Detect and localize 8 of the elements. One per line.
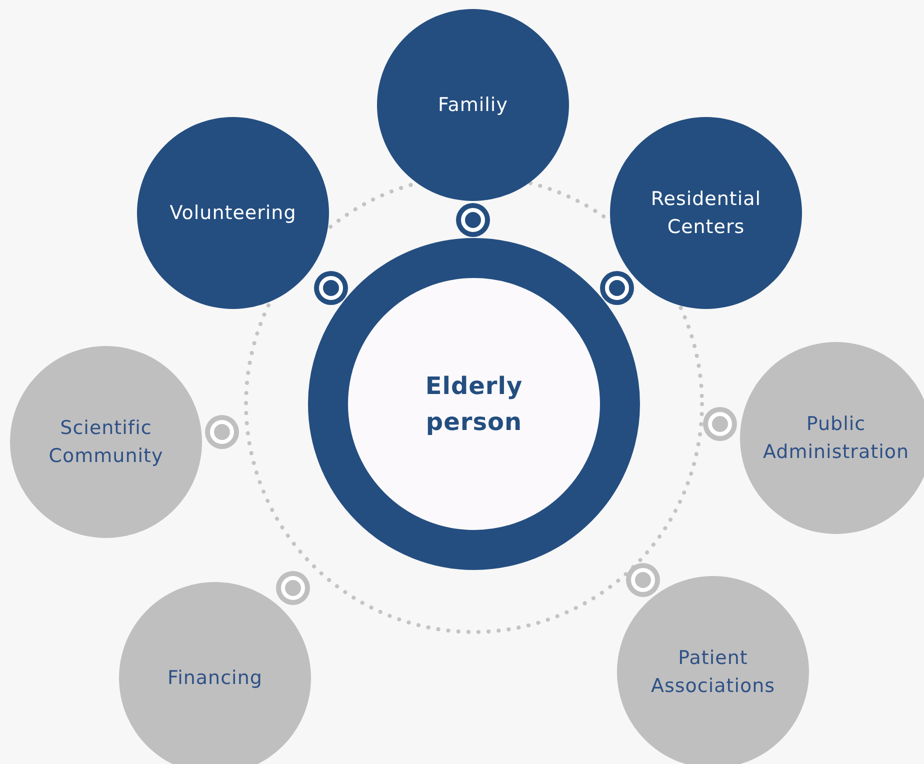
node-label: Volunteering [168, 201, 298, 226]
node-label: Elderly person [424, 371, 524, 438]
node-label: Public Administration [762, 412, 910, 465]
node-label: Scientific Community [48, 416, 164, 469]
node-label: Patient Associations [650, 646, 776, 699]
node-label: Financing [166, 666, 264, 691]
node-label: Residential Centers [650, 187, 762, 240]
node-label: Familiy [437, 93, 509, 118]
